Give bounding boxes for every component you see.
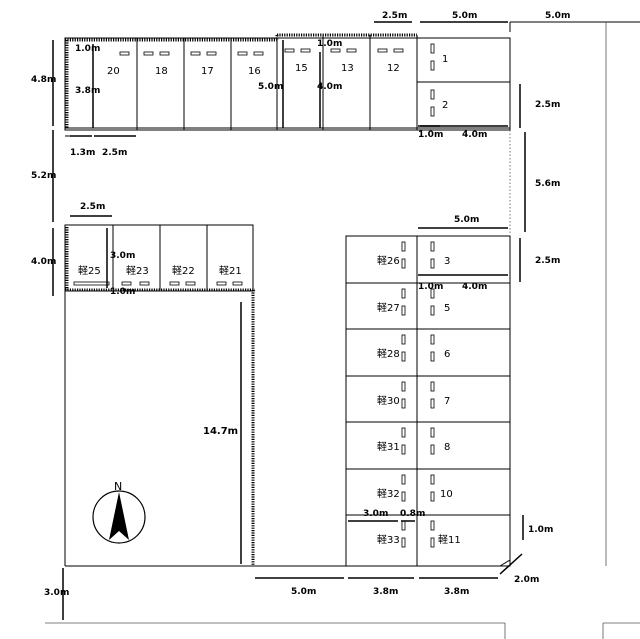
north-arrow-icon: [109, 492, 129, 540]
dim-3-8: 3.8m: [75, 86, 100, 96]
space-6: 6: [444, 349, 450, 360]
dim-top-5-0-road: 5.0m: [545, 11, 570, 21]
space-kei31: 軽31: [377, 441, 400, 453]
dim-4-0-space3: 4.0m: [462, 282, 487, 292]
dim-2-0: 2.0m: [514, 575, 539, 585]
dim-2-5-right: 2.5m: [535, 100, 560, 110]
space-3: 3: [444, 256, 450, 267]
dim-1-0-space2: 1.0m: [418, 130, 443, 140]
dim-5-6: 5.6m: [535, 179, 560, 189]
space-7: 7: [444, 396, 450, 407]
north-compass: N: [92, 480, 146, 544]
dim-1-3: 1.3m: [70, 148, 95, 158]
dim-bottom-3-8a: 3.8m: [373, 587, 398, 597]
space-kei11: 軽11: [438, 534, 461, 546]
dimension-arrows: [52, 21, 526, 620]
dim-1-0-top: 1.0m: [75, 44, 100, 54]
dimension-labels: 2.5m 5.0m 5.0m 4.8m 5.2m 4.0m 3.0m 1.0m …: [31, 11, 570, 598]
space-kei33: 軽33: [377, 534, 400, 546]
dim-2-5-row1: 2.5m: [102, 148, 127, 158]
space-15: 15: [295, 63, 308, 74]
dim-4-0-space13: 4.0m: [317, 82, 342, 92]
space-kei28: 軽28: [377, 348, 400, 360]
dim-1-0-kei: 1.0m: [110, 287, 135, 297]
space-17: 17: [201, 66, 214, 77]
dim-left-4-0: 4.0m: [31, 257, 56, 267]
space-1: 1: [442, 54, 448, 65]
dim-4-0-space2: 4.0m: [462, 130, 487, 140]
wheel-stops-top: [119, 43, 435, 117]
space-labels: 20 18 17 16 15 13 12 1 2 軽25 軽23 軽22 軽21…: [78, 54, 461, 546]
dim-0-8: 0.8m: [400, 509, 425, 519]
space-kei21: 軽21: [219, 265, 242, 277]
top-parking-block: [64, 33, 511, 137]
dim-bottom-5-0: 5.0m: [291, 587, 316, 597]
dim-3-0-kei33: 3.0m: [363, 509, 388, 519]
space-kei30: 軽30: [377, 395, 400, 407]
site-boundary: [45, 21, 640, 639]
space-20: 20: [107, 66, 120, 77]
space-kei22: 軽22: [172, 265, 195, 277]
space-13: 13: [341, 63, 354, 74]
dim-left-3-0: 3.0m: [44, 588, 69, 598]
dim-14-7: 14.7m: [203, 426, 238, 437]
dim-5-0-space15: 5.0m: [258, 82, 283, 92]
dim-2-5-mid: 2.5m: [80, 202, 105, 212]
space-kei23: 軽23: [126, 265, 149, 277]
kei-block-left: [64, 224, 255, 566]
dim-top-5-0: 5.0m: [452, 11, 477, 21]
dim-5-0-right: 5.0m: [454, 215, 479, 225]
dim-3-0: 3.0m: [110, 251, 135, 261]
dim-1-0-space15: 1.0m: [317, 39, 342, 49]
space-18: 18: [155, 66, 168, 77]
space-kei26: 軽26: [377, 255, 400, 267]
space-10: 10: [440, 489, 453, 500]
dim-left-4-8: 4.8m: [31, 75, 56, 85]
dim-2-5-right2: 2.5m: [535, 256, 560, 266]
dim-1-0-right: 1.0m: [528, 525, 553, 535]
dim-top-2-5: 2.5m: [382, 11, 407, 21]
dim-1-0-space3: 1.0m: [418, 282, 443, 292]
space-5: 5: [444, 303, 450, 314]
space-16: 16: [248, 66, 261, 77]
space-kei32: 軽32: [377, 488, 400, 500]
space-2: 2: [442, 100, 448, 111]
dim-left-5-2: 5.2m: [31, 171, 56, 181]
dim-bottom-3-8b: 3.8m: [444, 587, 469, 597]
space-kei25: 軽25: [78, 265, 101, 277]
space-kei27: 軽27: [377, 302, 400, 314]
compass-north-label: N: [114, 480, 122, 493]
space-12: 12: [387, 63, 400, 74]
space-8: 8: [444, 442, 450, 453]
